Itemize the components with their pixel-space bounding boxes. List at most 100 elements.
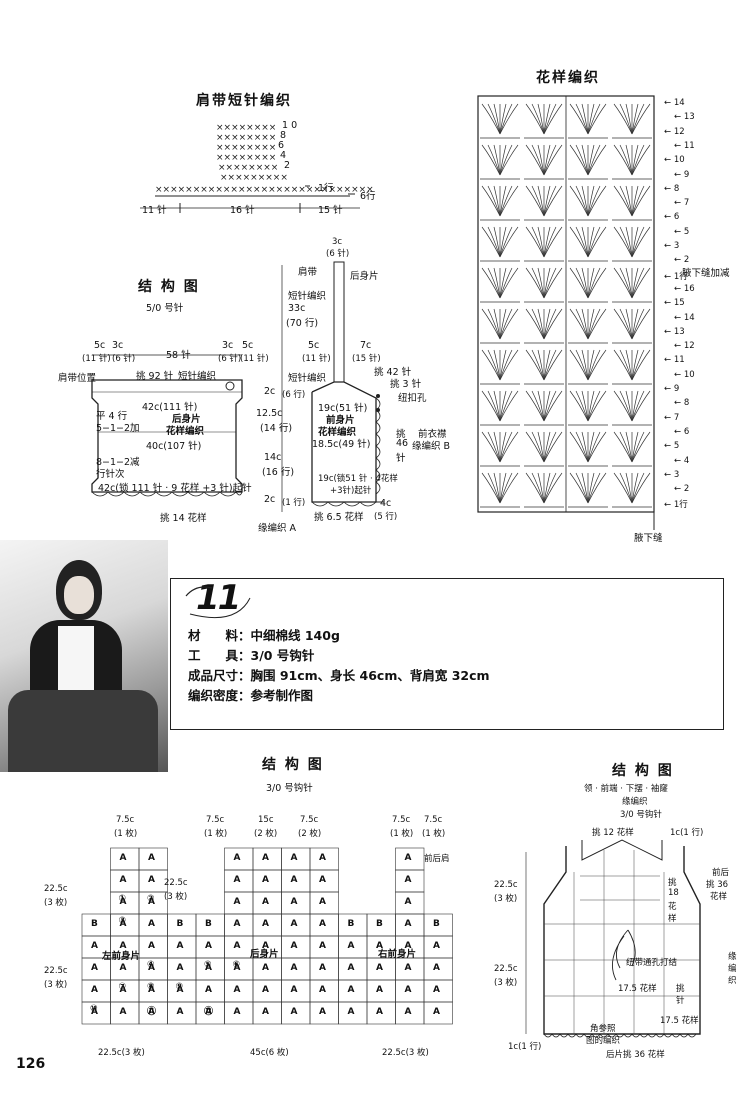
br-dim-left-2: 22.5c: [494, 964, 518, 974]
short-knit-label: 短针编织: [178, 371, 217, 382]
pattern-row-22: ← 7: [664, 412, 680, 423]
grid-cell-6-0: A: [91, 985, 98, 995]
h-2c: 2c: [264, 386, 276, 397]
grid-cell-7-2: A: [148, 1007, 155, 1017]
svg-text:××××××××: ××××××××: [216, 123, 276, 133]
dim-11-front: (11 针): [302, 354, 331, 364]
grid-cell-2-11: A: [404, 897, 412, 907]
pattern-row-3: ← 11: [674, 140, 695, 151]
pick-46-c: 针: [396, 453, 406, 464]
pattern-row-27: ← 2: [674, 484, 690, 495]
edge-b-label: 缘编织 B: [412, 441, 451, 452]
grid-cell-1-11: A: [404, 875, 412, 885]
grid-cell-5-3: A: [176, 963, 184, 973]
grid-cell-3-3: B: [176, 919, 184, 929]
row-times-label: 行针次: [96, 469, 125, 480]
pattern-row-1: ← 13: [674, 112, 695, 123]
button-hole: 纽扣孔: [398, 393, 427, 404]
pattern-row-17: ← 12: [674, 341, 695, 352]
grid-num-3: ③: [118, 916, 127, 926]
structure-bl-needle: 3/0 号钩针: [266, 783, 313, 794]
project-number: 11: [196, 578, 241, 618]
grid-cell-7-4: A: [205, 1007, 212, 1017]
dim-5c-right: 5c: [242, 340, 254, 351]
structure-top-title: 结 构 图: [138, 279, 200, 295]
strap-row-10: 1 0: [282, 120, 298, 131]
grid-num-1: ①: [118, 894, 127, 904]
dim-6-right: (6 针): [218, 354, 242, 364]
bl-dim-top-3: 15c: [258, 815, 274, 825]
bl-dim-left-1: 22.5c: [44, 884, 68, 894]
grid-cell-0-8: A: [319, 853, 326, 863]
grid-cell-4-7: A: [290, 941, 298, 951]
w-5r: (5 行): [374, 512, 398, 522]
structure-bl-title: 结 构 图: [262, 757, 324, 773]
grid-cell-5-11: A: [404, 963, 412, 973]
back-piece-ref: 后身片: [350, 271, 379, 282]
svg-text:×××××××××: ×××××××××: [220, 173, 288, 183]
pattern-row-28: ← 1行: [664, 500, 688, 511]
grid-cell-4-4: A: [205, 941, 212, 951]
structure-top-needle: 5/0 号针: [146, 303, 184, 314]
grid-cell-2-6: A: [262, 897, 269, 907]
pattern-note-underarm-seam: 腋下缝: [634, 533, 663, 544]
grid-cell-3-9: B: [347, 919, 355, 929]
grid-cell-7-6: A: [262, 1007, 269, 1017]
inc-label: 5−1−2加: [96, 423, 140, 434]
h-14r: (14 行): [260, 423, 293, 434]
grid-num-2: ②: [147, 894, 155, 904]
grid-cell-6-1: A: [119, 985, 127, 995]
grid-cell-6-3: A: [176, 985, 184, 995]
pick-92-label: 挑 92 针: [136, 371, 174, 382]
strap-row-6: 6: [278, 140, 285, 151]
grid-cell-2-5: A: [233, 897, 241, 907]
br-pick18-d: 样: [668, 914, 677, 924]
pattern-chart-title: 花样编织: [536, 70, 600, 86]
model-photo: [0, 540, 168, 772]
pattern-row-16: ← 13: [664, 326, 685, 337]
width-19-bottom-2: +3针)起针: [330, 486, 372, 496]
strap-stitch-mid: 16 针: [230, 205, 255, 216]
pattern-note-underarm-shaping: 腋下缝加减: [682, 268, 730, 279]
grid-cell-5-5: A: [233, 963, 241, 973]
br-pick36: 挑 36: [706, 880, 729, 890]
br-edge-1: 缘: [728, 952, 737, 962]
dim-11-right: (11 针): [240, 354, 269, 364]
grid-cell-5-6: A: [262, 963, 269, 973]
grid-cell-6-7: A: [290, 985, 298, 995]
svg-text:××××××××: ××××××××: [216, 143, 276, 153]
strap-row6-label: 6行: [360, 191, 376, 202]
dim-6-left: (6 针): [112, 354, 136, 364]
grid-cell-3-7: A: [290, 919, 298, 929]
strap-chart-title: 肩带短针编织: [196, 93, 292, 109]
page-number: 126: [16, 1056, 46, 1072]
br-pick18-a: 挑: [668, 878, 677, 888]
strap-rows: (70 行): [286, 318, 319, 329]
h-2c-bottom: 2c: [264, 494, 276, 505]
width-42-bottom: 42c(锁 111 针 · 9 花样 +3 针)起针: [98, 483, 252, 494]
grid-cell-5-7: A: [290, 963, 298, 973]
bl-dim-bottom-3: 22.5c(3 枚): [382, 1048, 429, 1058]
back-piece-label: 后身片: [172, 414, 201, 425]
width-19-top: 19c(51 针): [318, 403, 368, 414]
svg-text:××××××××: ××××××××: [216, 153, 276, 163]
pattern-row-18: ← 11: [664, 355, 685, 366]
grid-cell-4-0: A: [91, 941, 98, 951]
grid-cell-4-8: A: [319, 941, 326, 951]
br-175-b: 17.5 花样: [660, 1016, 699, 1026]
grid-cell-5-4: A: [205, 963, 212, 973]
dim-5c-left: 5c: [94, 340, 106, 351]
grid-cell-3-8: A: [319, 919, 326, 929]
bl-dim-mid-b: (3 枚): [164, 892, 188, 902]
br-175-a: 17.5 花样: [618, 984, 657, 994]
strap-row-8: 8: [280, 130, 287, 141]
grid-cell-3-10: B: [376, 919, 383, 929]
width-185: 18.5c(49 针): [312, 439, 371, 450]
grid-cell-4-11: A: [404, 941, 412, 951]
grid-num-6: ⑥: [232, 960, 241, 970]
strap-row-4: 4: [280, 150, 287, 161]
back-label: 后身片: [250, 949, 279, 960]
grid-cell-1-5: A: [233, 875, 241, 885]
width-40: 40c(107 针): [146, 441, 202, 452]
bl-dim-top-1b: (1 枚): [114, 829, 138, 839]
